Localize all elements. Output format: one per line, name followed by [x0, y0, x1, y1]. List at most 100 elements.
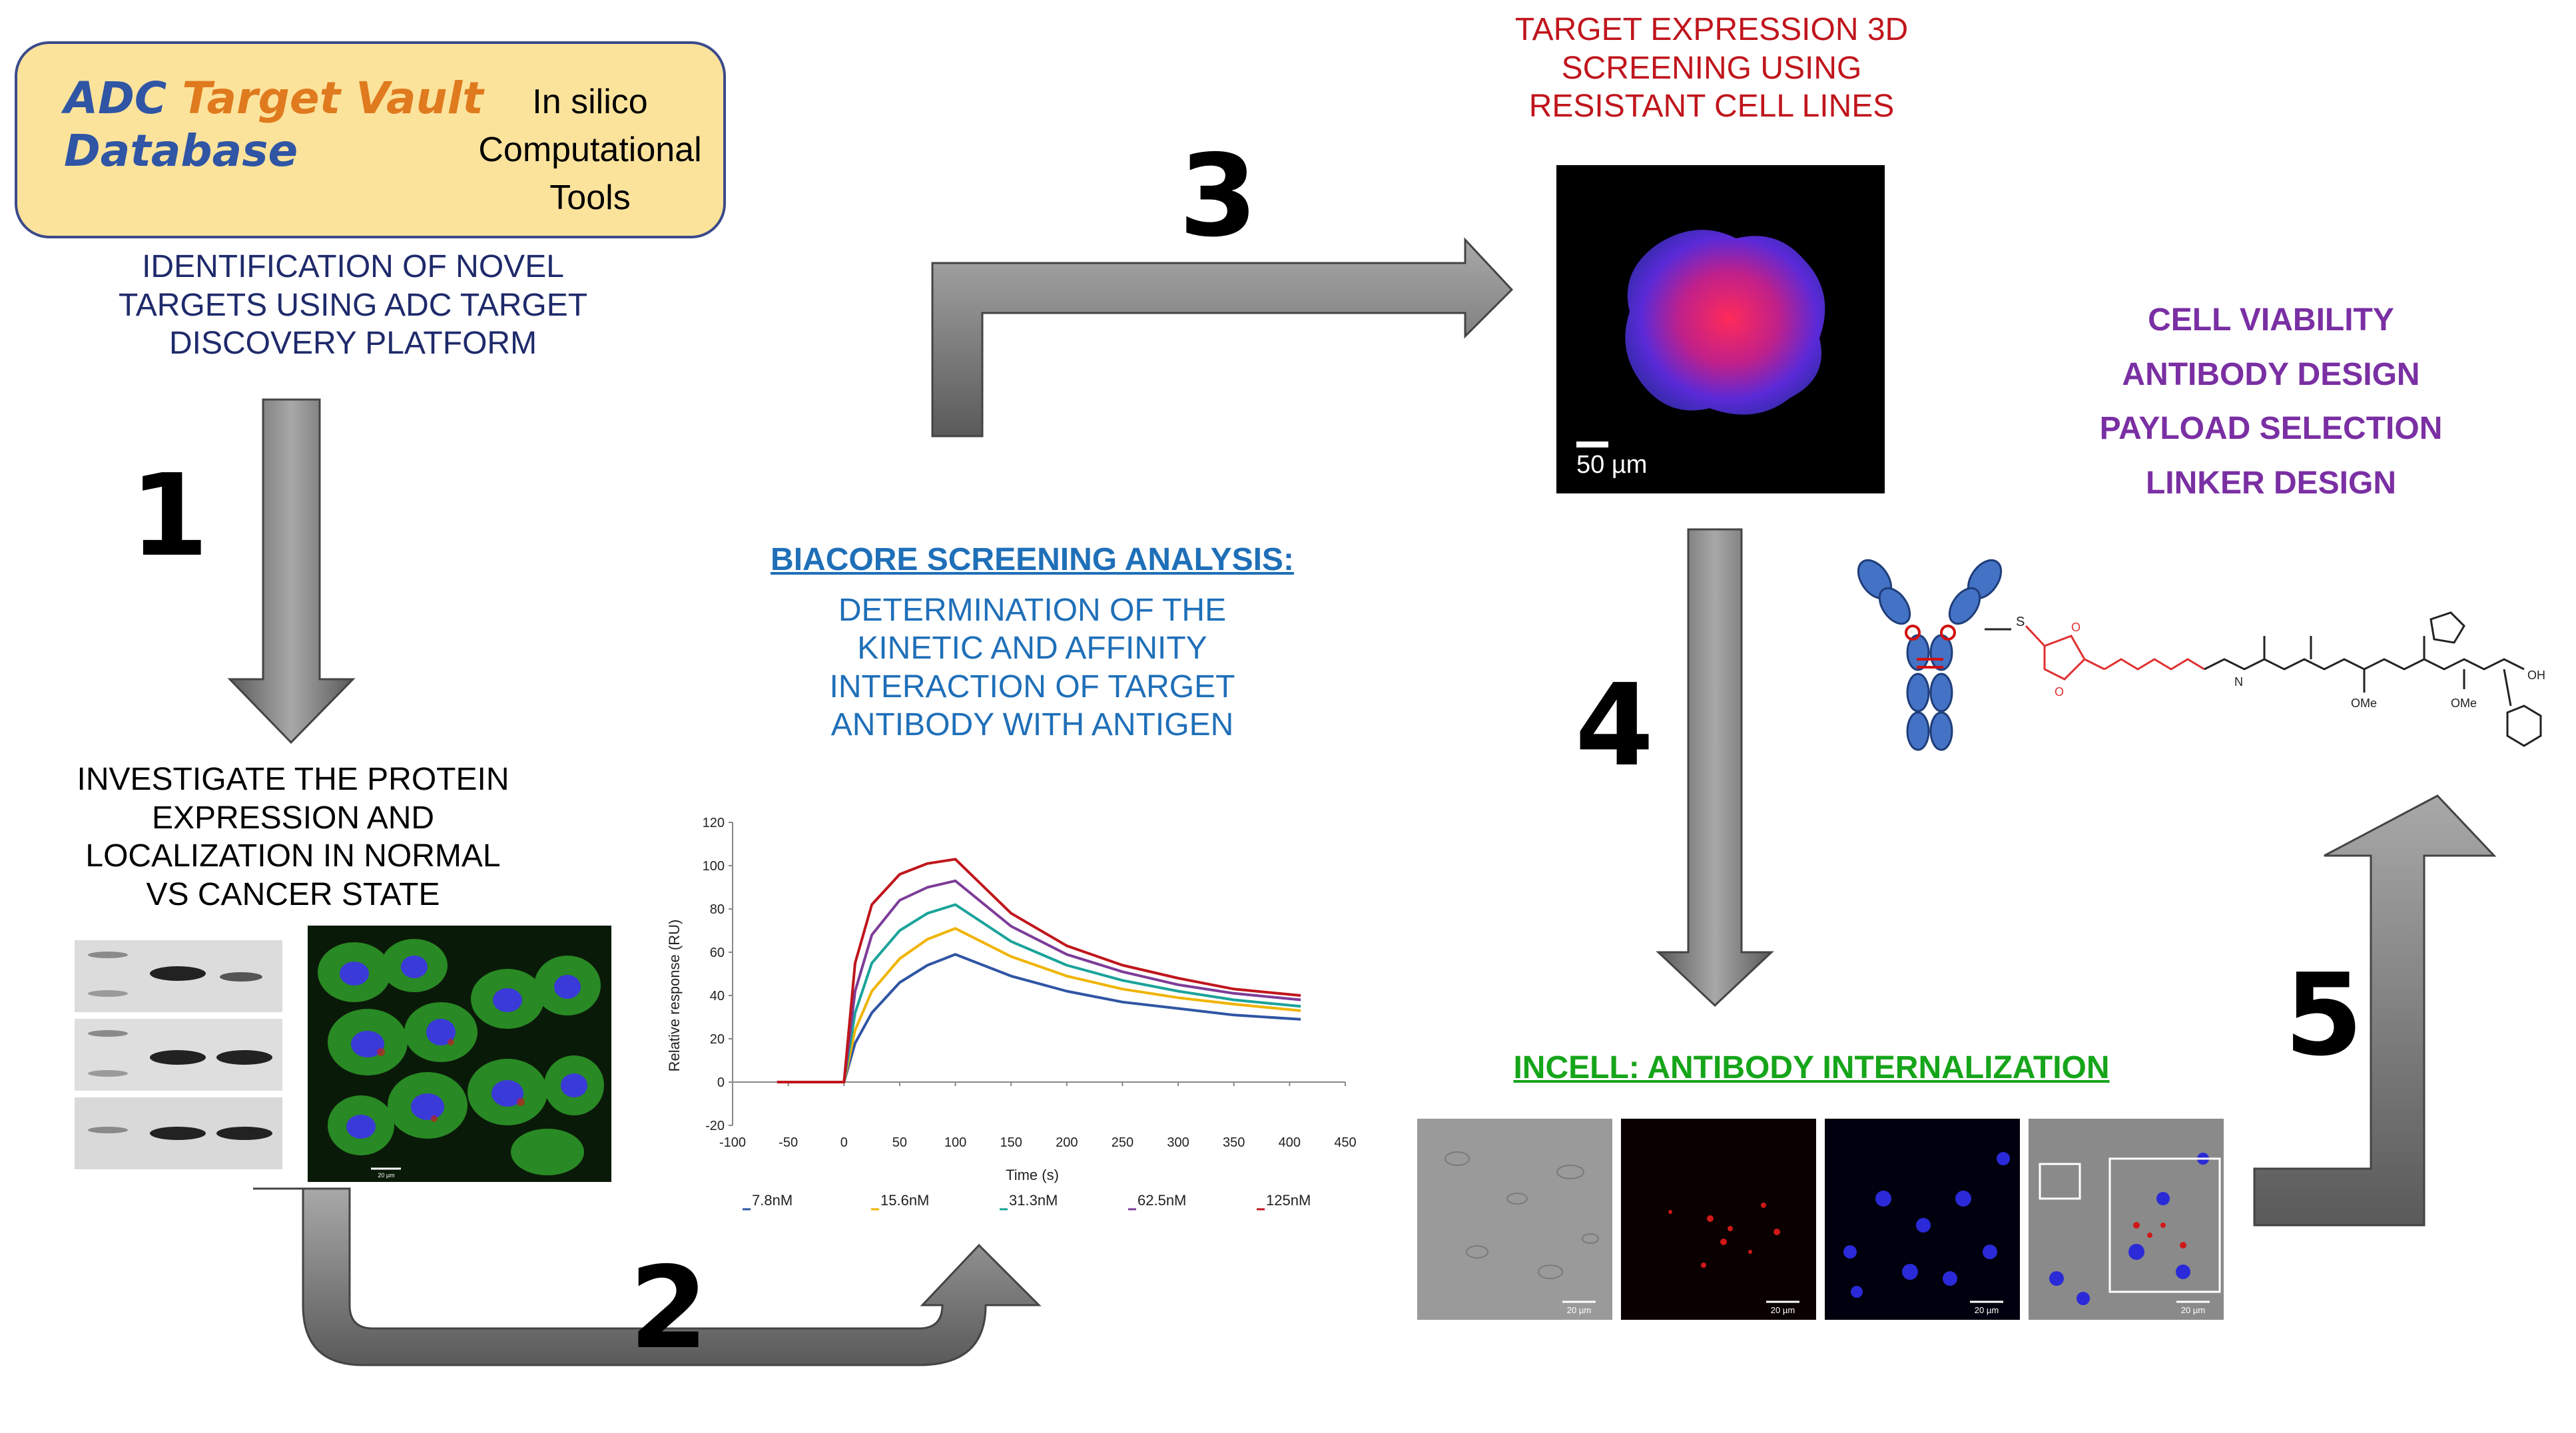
tools-line-2: Computational: [478, 130, 702, 169]
arrow-4: [1656, 528, 1774, 1007]
brightfield-scale-label: 20 µm: [1567, 1305, 1591, 1315]
chart-x-tick-label: 450: [1334, 1135, 1356, 1150]
chart-series-line: [777, 927, 1301, 1083]
chart-x-tick-label: 400: [1279, 1135, 1301, 1150]
design-item-linker-design: LINKER DESIGN: [2145, 465, 2397, 501]
chart-y-tick-label: 0: [717, 1075, 725, 1090]
brightfield-panel: 20 µm: [1417, 1119, 1612, 1320]
internalization-panels: 20 µm 20 µm 20 µm 20 µm: [1417, 1119, 2224, 1320]
step-1-number: 1: [130, 450, 209, 582]
target-3d-line-2: SCREENING USING: [1561, 50, 1862, 86]
mol-label-oh: OH: [2527, 669, 2545, 682]
design-item-cell-viability: CELL VIABILITY: [2148, 302, 2394, 338]
chart-x-tick-label: 50: [892, 1135, 907, 1150]
chart-x-tick-label: -50: [779, 1135, 798, 1150]
merged-scale-label: 20 µm: [2181, 1305, 2205, 1315]
biacore-line-2: KINETIC AND AFFINITY: [857, 631, 1207, 667]
target-3d-line-1: TARGET EXPRESSION 3D: [1514, 12, 1909, 47]
chart-legend-label: 62.5nM: [1137, 1192, 1186, 1209]
chart-series-line: [777, 858, 1301, 1083]
chart-x-tick-label: 300: [1167, 1135, 1189, 1150]
tools-line-3: Tools: [549, 178, 631, 217]
mol-label-o1: O: [2071, 621, 2081, 634]
chart-legend-label: 125nM: [1266, 1192, 1311, 1209]
mol-label-ome1: OMe: [2351, 697, 2377, 710]
database-box: ADC Target Vault Database In silico Comp…: [15, 41, 726, 238]
mol-label-s: S: [2016, 615, 2025, 629]
chart-x-axis-label: Time (s): [1006, 1167, 1059, 1183]
chart-series-line: [777, 903, 1301, 1083]
tools-label: In silico Computational Tools: [470, 79, 710, 222]
chart-x-tick-label: 100: [944, 1135, 966, 1150]
investigate-line-2: EXPRESSION AND: [151, 800, 435, 836]
chart-y-tick-label: 20: [710, 1032, 725, 1047]
chart-legend-label: 15.6nM: [880, 1192, 929, 1209]
arrow-5: [2253, 794, 2497, 1227]
tools-line-1: In silico: [532, 83, 648, 121]
chart-series-line: [777, 953, 1301, 1083]
chart-y-tick-label: 60: [710, 946, 725, 960]
chart-y-axis-label: Relative response (RU): [666, 920, 683, 1072]
step-4-number: 4: [1575, 660, 1654, 792]
step-2-number: 2: [629, 1243, 709, 1374]
confocal-scale-label: 20 µm: [378, 1172, 394, 1179]
arrow-2: [253, 1187, 1042, 1366]
investigate-text: INVESTIGATE THE PROTEIN EXPRESSION AND L…: [27, 760, 559, 914]
chart-x-tick-label: 200: [1056, 1135, 1078, 1150]
identification-line-3: DISCOVERY PLATFORM: [168, 326, 537, 362]
chart-y-tick-label: 120: [703, 816, 725, 830]
red-channel-scale-label: 20 µm: [1771, 1305, 1795, 1315]
biacore-section: BIACORE SCREENING ANALYSIS: DETERMINATIO…: [733, 541, 1332, 744]
design-list: CELL VIABILITY ANTIBODY DESIGN PAYLOAD S…: [2011, 293, 2531, 510]
identification-line-1: IDENTIFICATION OF NOVEL: [142, 249, 564, 284]
merged-panel: 20 µm: [2029, 1119, 2224, 1320]
target-3d-text: TARGET EXPRESSION 3D SCREENING USING RES…: [1452, 11, 1971, 126]
western-blot-image: [75, 940, 282, 1169]
red-channel-panel: 20 µm: [1621, 1119, 1816, 1320]
identification-line-2: TARGETS USING ADC TARGET: [118, 287, 588, 323]
chart-y-tick-label: 40: [710, 989, 725, 1003]
chart-x-tick-label: 150: [1000, 1135, 1022, 1150]
arrow-3: [931, 237, 1514, 437]
biacore-line-3: INTERACTION OF TARGET: [829, 669, 1235, 705]
arrow-1: [227, 398, 356, 744]
incell-title: INCELL: ANTIBODY INTERNALIZATION: [1513, 1050, 2110, 1085]
chart-x-tick-label: 0: [840, 1135, 848, 1150]
target-3d-line-3: RESISTANT CELL LINES: [1528, 89, 1895, 125]
biacore-line-4: ANTIBODY WITH ANTIGEN: [830, 707, 1234, 743]
investigate-line-3: LOCALIZATION IN NORMAL: [85, 838, 501, 874]
mol-label-n: N: [2234, 675, 2243, 689]
identification-text: IDENTIFICATION OF NOVEL TARGETS USING AD…: [53, 248, 653, 363]
mol-label-ome2: OMe: [2451, 697, 2477, 710]
biacore-line-1: DETERMINATION OF THE: [838, 592, 1227, 628]
chart-legend-label: 31.3nM: [1009, 1192, 1058, 1209]
database-title: ADC Target Vault Database: [64, 72, 483, 177]
database-title-vault: Target Vault: [182, 73, 483, 124]
chart-y-tick-label: -20: [705, 1119, 725, 1133]
confocal-image: 20 µm: [308, 926, 611, 1182]
spheroid-scale-label: 50 µm: [1576, 451, 1647, 479]
biacore-sensorgram-chart: Relative response (RU) Time (s) -20 0 20 40…: [666, 816, 1357, 1211]
design-item-payload-selection: PAYLOAD SELECTION: [2099, 411, 2443, 447]
blue-channel-scale-label: 20 µm: [1975, 1305, 1999, 1315]
step-3-number: 3: [1179, 131, 1258, 262]
antibody-icon: [1857, 559, 2003, 751]
database-title-adc: ADC: [64, 73, 167, 124]
chart-x-tick-label: -100: [719, 1135, 746, 1150]
spheroid-image: 50 µm: [1556, 165, 1885, 493]
design-item-antibody-design: ANTIBODY DESIGN: [2122, 356, 2420, 392]
step-5-number: 5: [2284, 950, 2364, 1081]
biacore-description: DETERMINATION OF THE KINETIC AND AFFINIT…: [733, 591, 1332, 744]
investigate-line-4: VS CANCER STATE: [146, 876, 440, 912]
chart-legend-label: 7.8nM: [752, 1192, 793, 1209]
database-title-db: Database: [64, 125, 298, 177]
chart-x-tick-label: 250: [1112, 1135, 1133, 1150]
chart-series-line: [777, 879, 1301, 1083]
adc-structure-image: S O O N OMe OMe OH: [1857, 559, 2545, 751]
investigate-line-1: INVESTIGATE THE PROTEIN: [77, 762, 509, 797]
mol-label-o2: O: [2055, 685, 2064, 699]
blue-channel-panel: 20 µm: [1825, 1119, 2020, 1320]
chart-y-tick-label: 100: [703, 859, 725, 874]
chart-y-tick-label: 80: [710, 902, 725, 917]
